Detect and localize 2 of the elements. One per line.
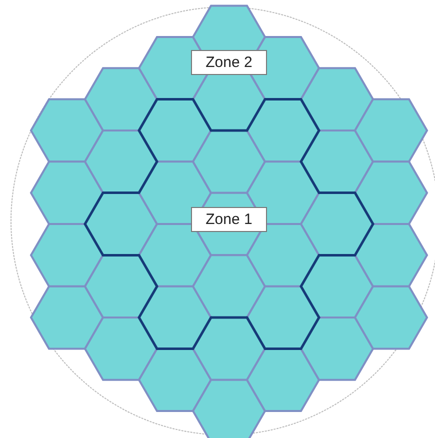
zone-label: Zone 1 [191,207,267,232]
zone-label: Zone 2 [191,50,267,75]
